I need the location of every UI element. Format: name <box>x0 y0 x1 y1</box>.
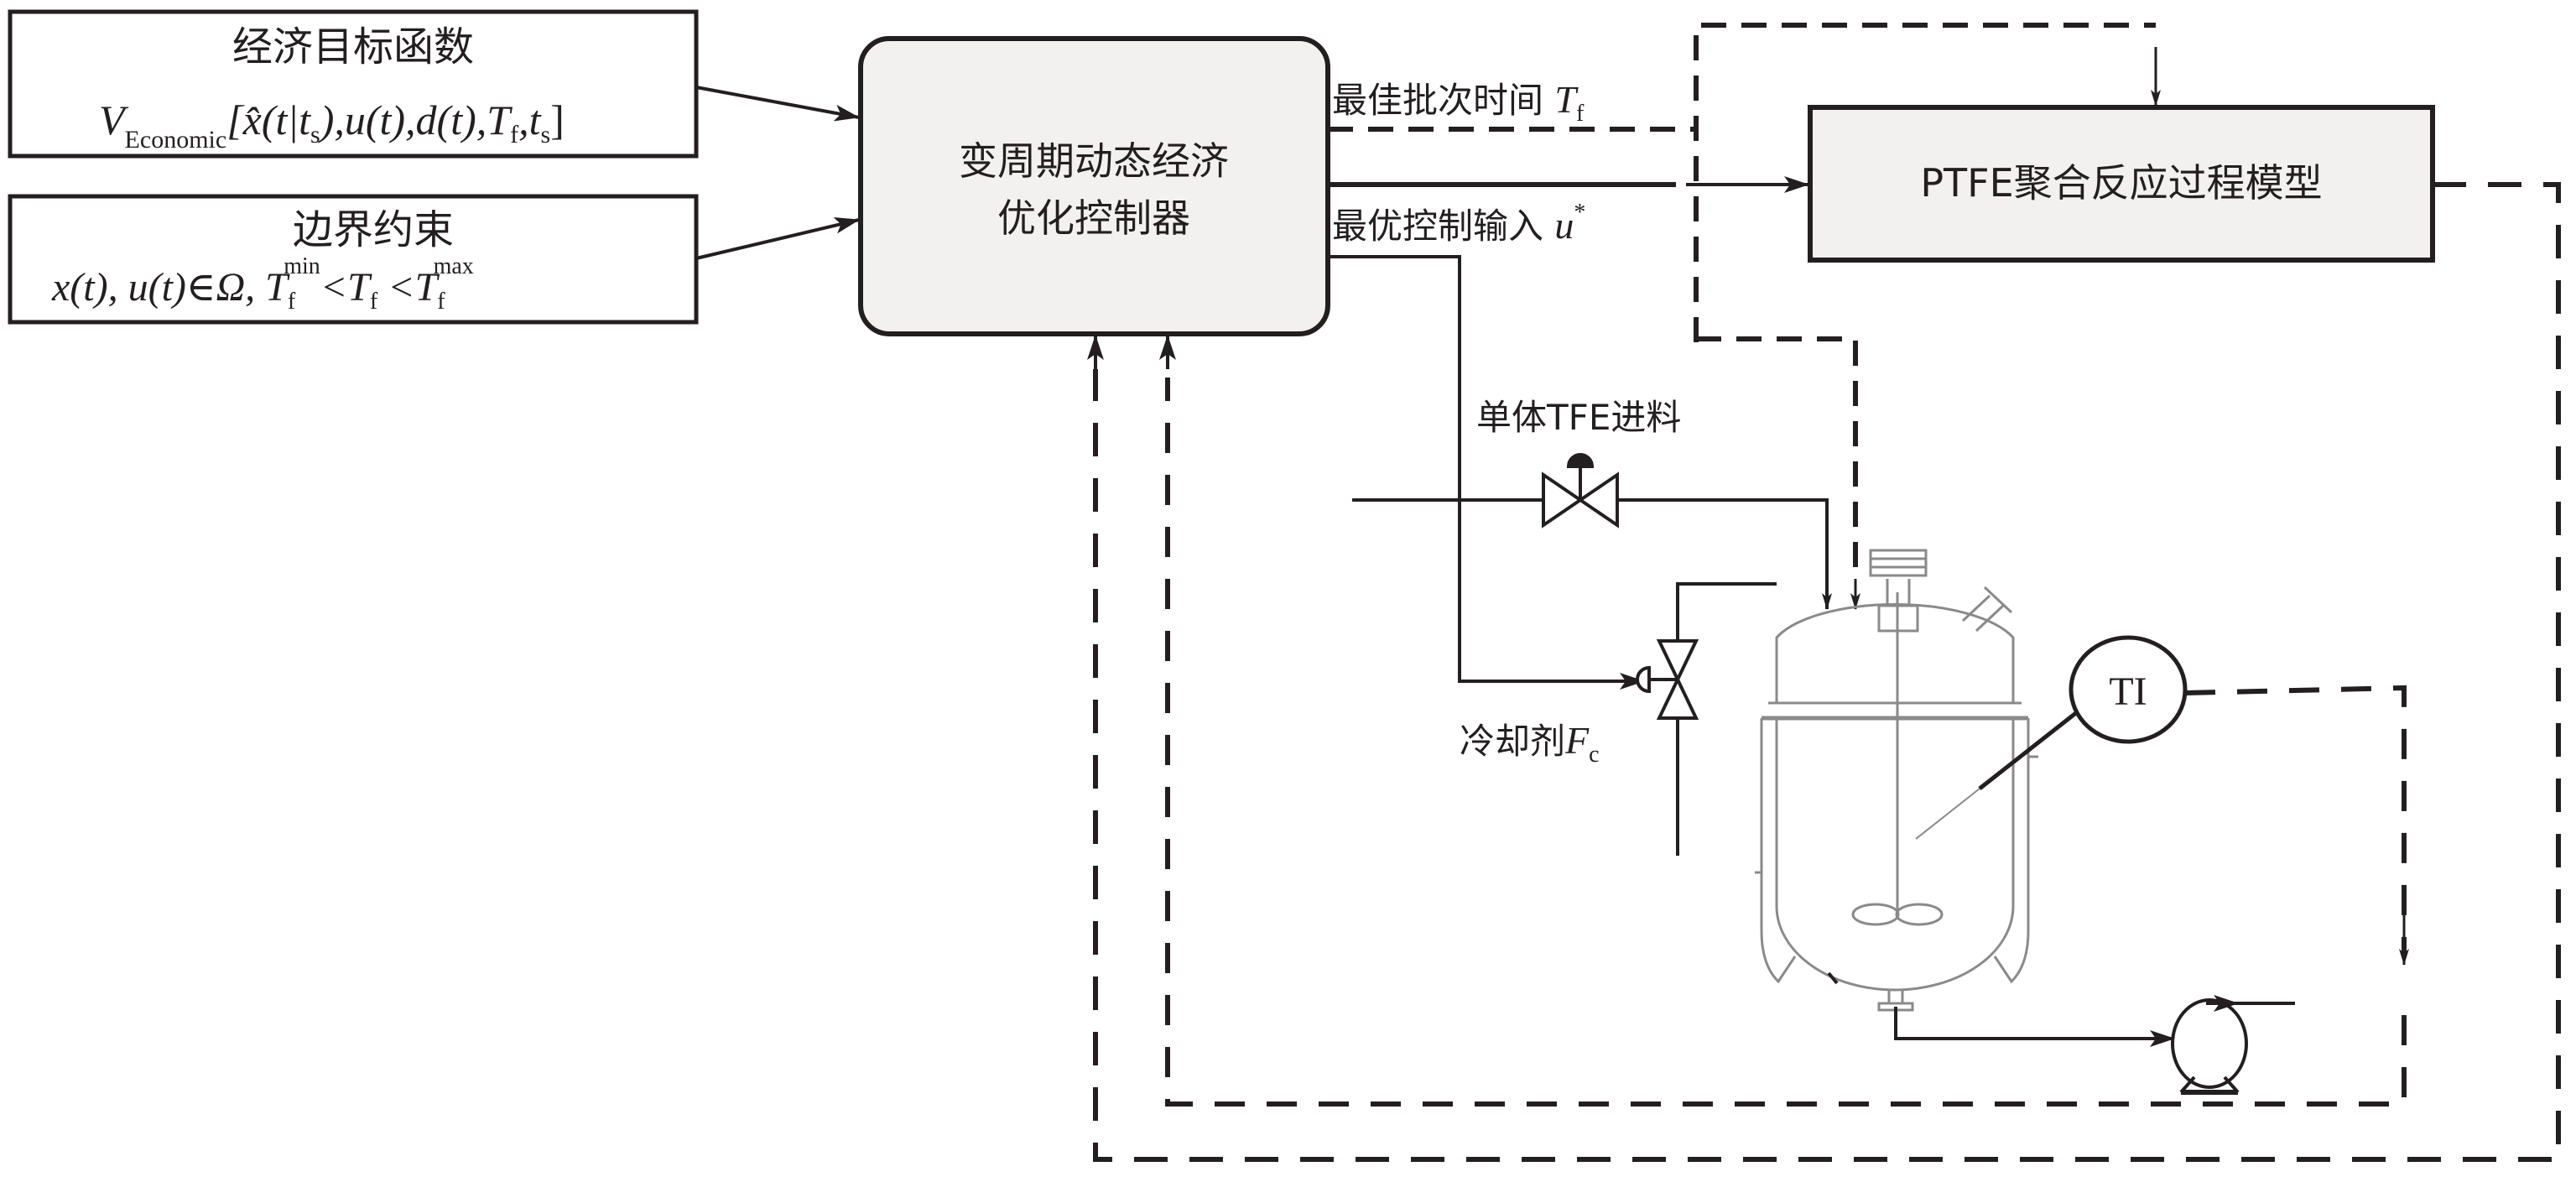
coolant-label: 冷却剂Fc <box>1460 719 1600 768</box>
model-feedback-loop <box>1093 182 2561 1162</box>
ti-sensor: TI <box>2069 635 2188 744</box>
economic-optimization-controller: 变周期动态经济 优化控制器 <box>858 36 1330 336</box>
objective-to-controller-arrow <box>695 86 860 122</box>
coolant-control-valve-icon <box>1636 639 1699 720</box>
controller-label-line2: 优化控制器 <box>997 195 1190 241</box>
ti-sensor-label: TI <box>2109 669 2147 714</box>
batch-time-label: 最佳批次时间 Tf <box>1332 78 1585 127</box>
constraint-title: 边界约束 <box>293 206 454 253</box>
tfe-feed-label: 单体TFE进料 <box>1476 397 1681 438</box>
constraint-box: 边界约束 x(t), u(t)∈Ω, Tfmin<Tf <Tfmax <box>8 194 699 325</box>
controller-label-line1: 变周期动态经济 <box>959 138 1229 184</box>
controller-to-coolant-line <box>1328 255 1645 690</box>
tfe-control-valve-icon <box>1542 453 1619 529</box>
ti-probe-line <box>1915 788 1980 840</box>
reactor-vessel-icon <box>1755 549 2038 1012</box>
control-input-label: 最优控制输入 u* <box>1332 200 1585 247</box>
coolant-pipe-top <box>1676 582 1777 656</box>
batch-time-signal <box>1328 23 2156 579</box>
reactor-to-pump-pipe <box>1894 1007 2175 1047</box>
objective-function-box: 经济目标函数 VEconomic[x̂(t|ts),u(t),d(t),Tf,t… <box>8 9 699 159</box>
pump-icon <box>2171 998 2295 1095</box>
process-model-label: PTFE聚合反应过程模型 <box>1920 160 2322 206</box>
tfe-feed-pipe-after-valve <box>1617 498 1832 610</box>
constraint-formula: x(t), u(t)∈Ω, Tfmin<Tf <Tfmax <box>51 253 474 315</box>
objective-formula: VEconomic[x̂(t|ts),u(t),d(t),Tf,ts] <box>99 96 565 154</box>
objective-title: 经济目标函数 <box>232 23 474 70</box>
ptfe-process-model-box: PTFE聚合反应过程模型 <box>1808 105 2435 263</box>
constraint-to-controller-arrow <box>695 216 860 260</box>
ti-probe-connection <box>1978 701 2090 790</box>
temperature-feedback-loop <box>1165 378 2407 1107</box>
